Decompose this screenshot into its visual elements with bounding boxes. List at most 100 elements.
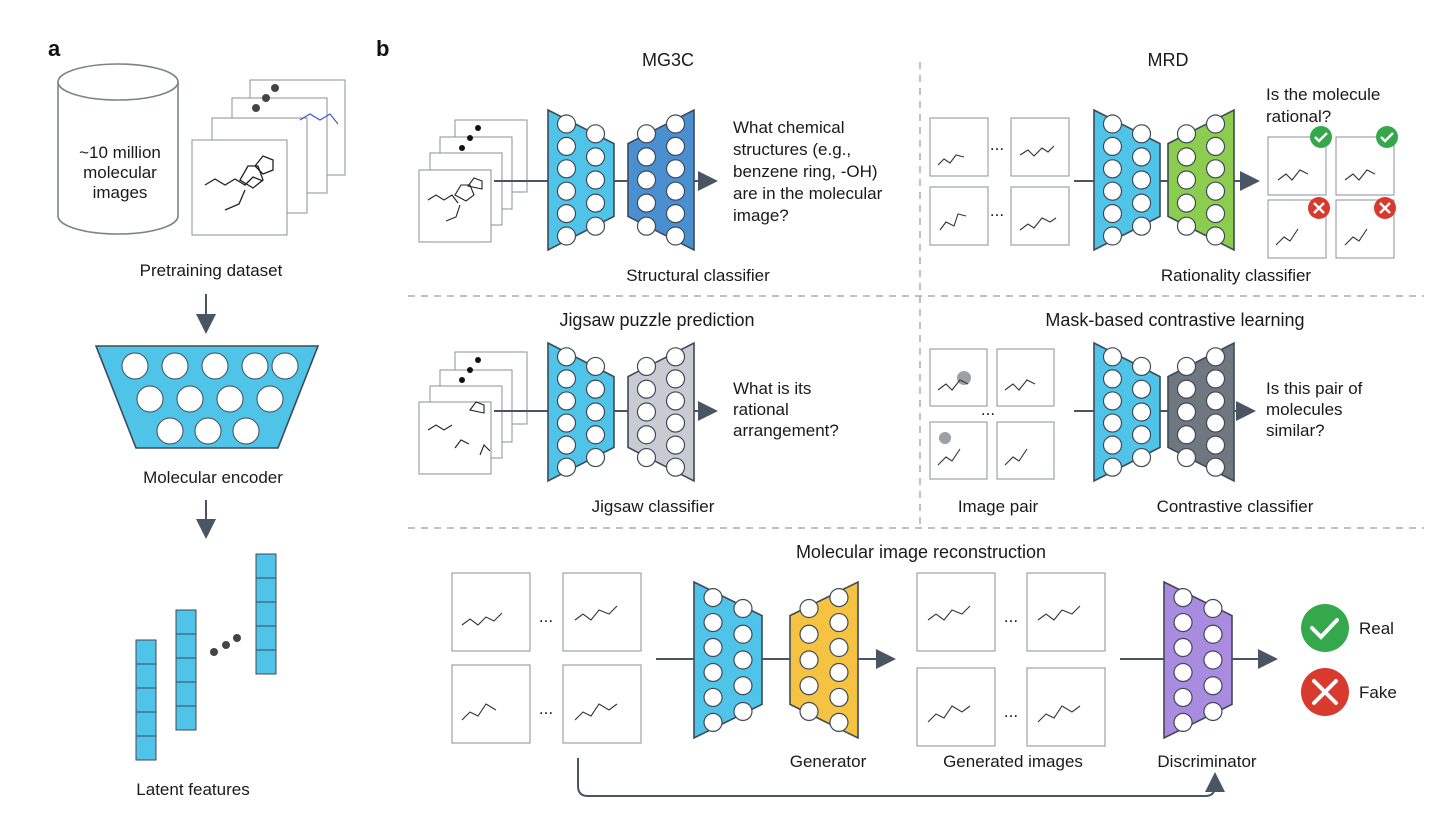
neuron-node (1203, 624, 1223, 644)
mg3c-question: What chemical structures (e.g., benzene … (733, 118, 883, 225)
jigsaw-input-stack (418, 351, 528, 475)
neuron-node (1131, 170, 1152, 190)
neuron-node (799, 624, 819, 644)
neuron-node (1173, 712, 1193, 733)
real-label: Real (1359, 619, 1394, 638)
neuron-node (1173, 637, 1193, 658)
generator-caption: Generator (790, 752, 867, 771)
cylinder-line-1: ~10 million (79, 143, 161, 162)
mg3c-question-line-4: are in the molecular (733, 184, 883, 203)
neuron-node (1176, 216, 1197, 236)
neuron-node (1131, 447, 1152, 468)
mg3c-input-stack (418, 119, 528, 243)
neuron-node (1173, 687, 1193, 708)
mrd-ellipsis-2: ... (990, 201, 1004, 220)
molecular-encoder-caption: Molecular encoder (143, 468, 283, 487)
neuron-node (1205, 159, 1226, 179)
latent-cell (255, 625, 277, 651)
neuron-node (829, 662, 849, 683)
neuron-node (1102, 226, 1123, 246)
neuron-node (665, 136, 686, 156)
neuron-node (799, 701, 819, 722)
neuron-node (636, 447, 657, 468)
contrastive-classifier-caption: Contrastive classifier (1157, 497, 1314, 516)
reconstruction-input-grid (451, 572, 642, 744)
jigsaw-question-line-2: rational (733, 400, 789, 419)
neuron-node (556, 369, 577, 389)
mrd-question-line-1: Is the molecule (1266, 85, 1380, 104)
neuron-node (1102, 181, 1123, 201)
neuron-node (1203, 701, 1223, 722)
molecular-encoder (94, 345, 320, 449)
neuron-node (665, 457, 686, 477)
neuron-node (1102, 347, 1123, 367)
cylinder-line-2: molecular (83, 163, 157, 182)
neuron-node (636, 379, 657, 399)
mrd-question-line-2: rational? (1266, 107, 1331, 126)
neuron-node (1203, 676, 1223, 696)
neuron-node (585, 425, 606, 445)
neuron-node (665, 369, 686, 389)
neuron-node (556, 181, 577, 201)
latent-cell (255, 601, 277, 627)
mrd-rationality-classifier (1167, 108, 1235, 252)
jigsaw-title: Jigsaw puzzle prediction (559, 310, 754, 330)
contrastive-question-line-2: molecules (1266, 400, 1343, 419)
neuron-node (1102, 114, 1123, 134)
neuron-node (556, 391, 577, 411)
image-pair-caption: Image pair (958, 497, 1039, 516)
structural-classifier-caption: Structural classifier (626, 266, 770, 285)
neuron-node (1205, 457, 1226, 477)
latent-cell (135, 639, 157, 665)
neuron-node (1205, 369, 1226, 389)
neuron-node (665, 226, 686, 246)
mg3c-question-line-3: benzene ring, -OH) (733, 162, 878, 181)
input-ellipsis-1: ... (539, 607, 553, 626)
feedback-arrow (577, 758, 1225, 797)
latent-feature-vectors (135, 553, 277, 761)
latent-cell (175, 681, 197, 707)
neuron-node (1102, 136, 1123, 156)
neuron-node (556, 159, 577, 179)
fake-cross-icon (1301, 668, 1349, 716)
neuron-node (1102, 435, 1123, 455)
neuron-node (636, 193, 657, 213)
neuron-node (585, 379, 606, 399)
latent-ellipsis-dot (233, 634, 241, 642)
latent-cell (135, 687, 157, 713)
neuron-node (636, 402, 657, 422)
neuron-node (1205, 347, 1226, 367)
neuron-node (585, 124, 606, 144)
jigsaw-classifier-caption: Jigsaw classifier (592, 497, 715, 516)
neuron-node (703, 687, 723, 708)
neuron-node (829, 587, 849, 608)
neuron-node (556, 204, 577, 224)
latent-features-caption: Latent features (136, 780, 249, 799)
neuron-node (556, 136, 577, 156)
neuron-node (1102, 457, 1123, 477)
neuron-node (556, 347, 577, 367)
neuron-node (636, 170, 657, 190)
jigsaw-question-line-3: arrangement? (733, 421, 839, 440)
neuron-node (1176, 356, 1197, 377)
neuron-node (799, 650, 819, 670)
neuron-node (556, 435, 577, 455)
neuron-node (665, 204, 686, 224)
neuron-node (1173, 612, 1193, 633)
latent-cell (135, 663, 157, 689)
neuron-node (665, 181, 686, 201)
neuron-node (1205, 114, 1226, 134)
mg3c-structural-classifier (627, 108, 695, 252)
neuron-node (585, 447, 606, 468)
neuron-node (665, 347, 686, 367)
neuron-node (1102, 413, 1123, 433)
neuron-node (585, 402, 606, 422)
neuron-node (1131, 193, 1152, 213)
latent-ellipsis-dot (210, 648, 218, 656)
neuron-node (556, 413, 577, 433)
neuron-node (1205, 413, 1226, 433)
mrd-title: MRD (1148, 50, 1189, 70)
latent-cell (255, 553, 277, 579)
real-check-icon (1301, 604, 1349, 652)
mrd-output-grid (1267, 136, 1395, 259)
